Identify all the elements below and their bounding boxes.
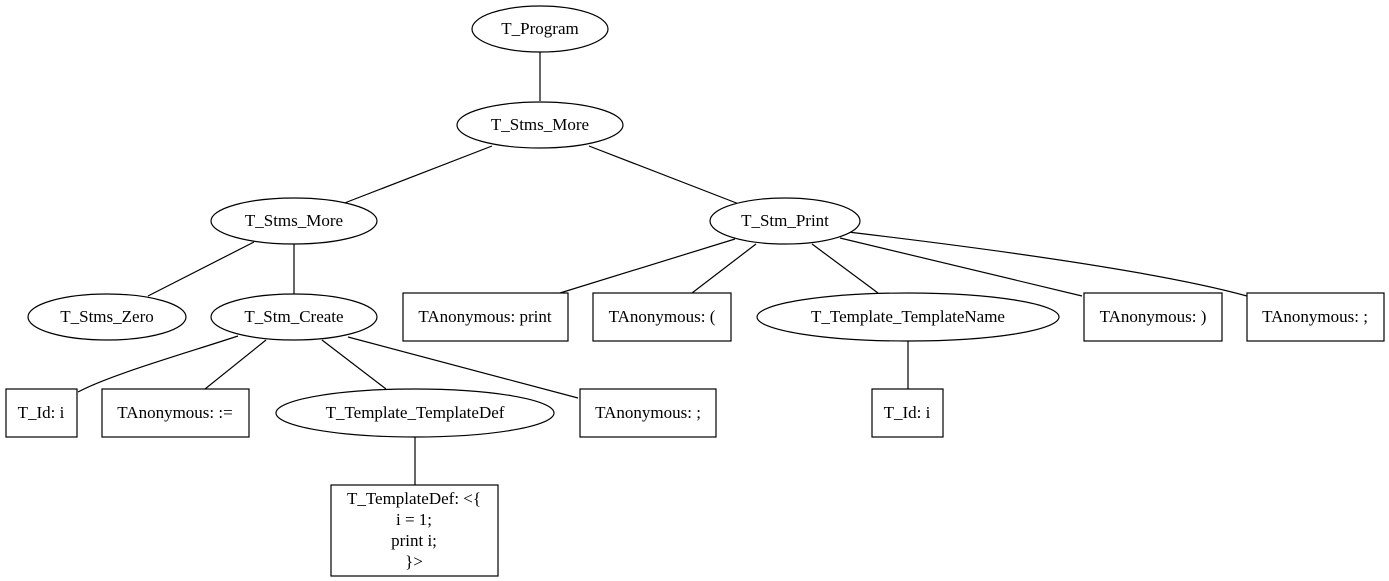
node-tanonymous-semicolon-create: TAnonymous: ; (579, 388, 717, 438)
node-t-id-create: T_Id: i (5, 388, 78, 438)
edge-stm-print-to-anon-semicolon (847, 231, 1248, 297)
node-t-stm-print: T_Stm_Print (709, 197, 861, 245)
node-t-stms-zero: T_Stms_Zero (27, 293, 187, 341)
node-tanonymous-semicolon-print: TAnonymous: ; (1246, 292, 1385, 342)
node-t-templatedef-literal: T_TemplateDef: <{ i = 1; print i; }> (330, 484, 499, 577)
svg-text:}>: }> (405, 552, 423, 571)
node-t-program: T_Program (471, 5, 609, 53)
edge-stm-print-to-anon-print (559, 238, 736, 294)
svg-text:T_Stms_Zero: T_Stms_Zero (60, 307, 154, 326)
edge-stm-print-to-anon-lparen (691, 243, 757, 294)
edge-stm-create-to-id (77, 335, 239, 393)
svg-text:TAnonymous: ;: TAnonymous: ; (595, 403, 701, 422)
svg-text:T_Id: i: T_Id: i (18, 403, 65, 422)
svg-text:T_Stm_Create: T_Stm_Create (244, 307, 343, 326)
svg-text:i = 1;: i = 1; (396, 510, 432, 529)
svg-text:T_Template_TemplateDef: T_Template_TemplateDef (326, 403, 505, 422)
svg-text:TAnonymous: ;: TAnonymous: ; (1262, 307, 1368, 326)
svg-text:TAnonymous: :=: TAnonymous: := (117, 403, 232, 422)
edge-stms-more-to-stms-more (341, 145, 493, 205)
edge-stm-create-to-template-def (321, 339, 387, 390)
svg-text:T_Id: i: T_Id: i (884, 403, 931, 422)
edge-stm-print-to-template-name (811, 243, 879, 294)
svg-text:T_Stm_Print: T_Stm_Print (741, 211, 829, 230)
node-t-stm-create: T_Stm_Create (210, 293, 378, 341)
svg-text:print i;: print i; (391, 531, 437, 550)
svg-text:TAnonymous: print: TAnonymous: print (418, 307, 551, 326)
edge-stm-create-to-anon-assign (204, 339, 267, 390)
svg-text:T_Stms_More: T_Stms_More (491, 115, 589, 134)
svg-text:TAnonymous: (: TAnonymous: ( (609, 307, 716, 326)
node-t-stms-more-left: T_Stms_More (210, 197, 378, 245)
edge-stms-more-to-stm-print (588, 145, 740, 205)
node-t-id-templatename: T_Id: i (871, 388, 944, 438)
edge-stm-create-to-anon-semicolon (347, 336, 579, 399)
node-t-template-templatedef: T_Template_TemplateDef (275, 388, 555, 438)
node-tanonymous-assign: TAnonymous: := (101, 388, 250, 438)
svg-text:T_TemplateDef: <{: T_TemplateDef: <{ (347, 489, 481, 508)
node-tanonymous-rparen: TAnonymous: ) (1083, 292, 1223, 342)
svg-text:T_Stms_More: T_Stms_More (245, 211, 343, 230)
svg-text:TAnonymous: ): TAnonymous: ) (1100, 307, 1207, 326)
svg-text:T_Program: T_Program (501, 19, 578, 38)
node-tanonymous-lparen: TAnonymous: ( (592, 292, 732, 342)
node-t-stms-more-root: T_Stms_More (456, 101, 624, 149)
edge-stms-more-to-stms-zero (147, 241, 255, 297)
svg-text:T_Template_TemplateName: T_Template_TemplateName (811, 307, 1005, 326)
node-tanonymous-print: TAnonymous: print (402, 292, 569, 342)
node-t-template-templatename: T_Template_TemplateName (756, 292, 1060, 342)
edge-stm-print-to-anon-rparen (839, 237, 1083, 297)
